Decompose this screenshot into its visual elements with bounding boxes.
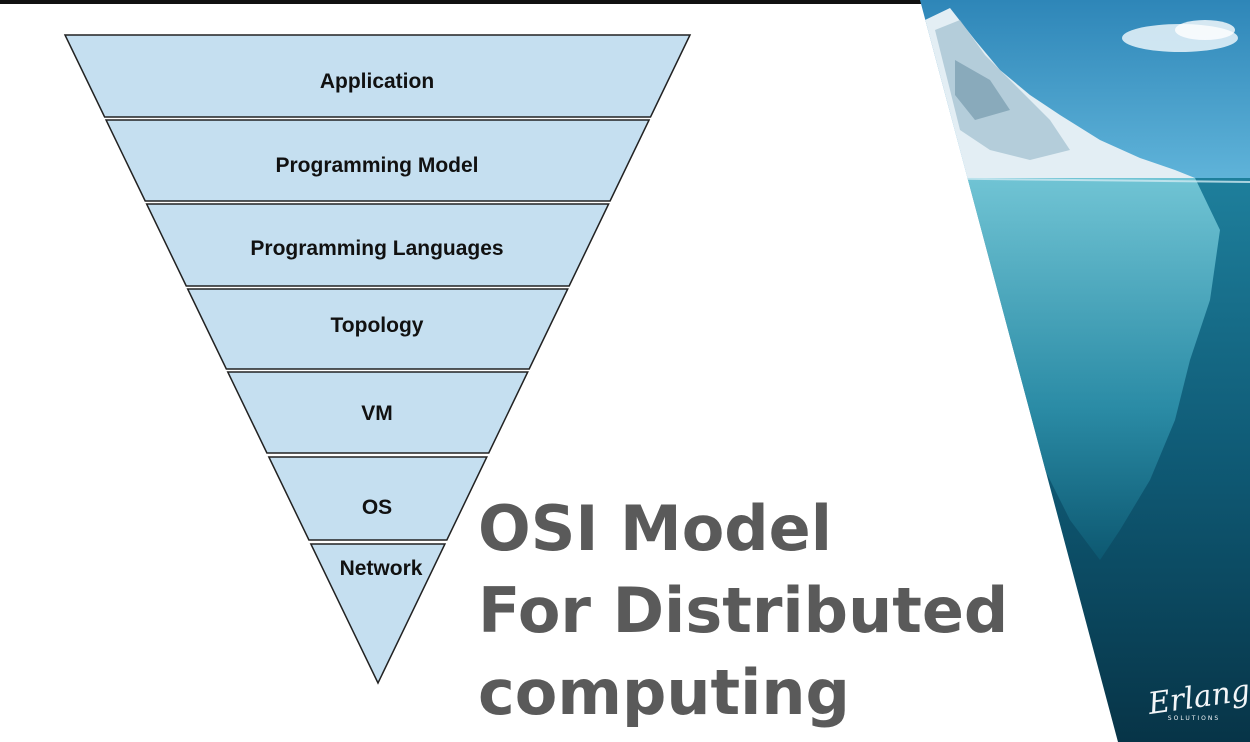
logo-subtext: SOLUTIONS xyxy=(1167,715,1221,722)
layer-band-3 xyxy=(145,203,610,287)
erlang-solutions-logo: Erlang SOLUTIONS xyxy=(1146,673,1250,722)
layer-band-4 xyxy=(186,288,569,370)
layer-band-7 xyxy=(309,543,447,685)
layer-band-2 xyxy=(104,119,651,202)
layer-label-3: Programming Languages xyxy=(250,237,503,260)
layer-label-5: VM xyxy=(361,402,393,425)
layer-label-2: Programming Model xyxy=(275,154,478,177)
layer-label-7: Network xyxy=(340,557,423,580)
slide-title: OSI Model For Distributed computing xyxy=(478,488,1008,734)
layer-label-4: Topology xyxy=(331,314,424,337)
layer-band-1 xyxy=(63,34,692,118)
layer-band-6 xyxy=(267,456,489,541)
logo-wordmark: Erlang xyxy=(1145,673,1250,722)
title-line-1: OSI Model xyxy=(478,492,832,565)
title-line-3: computing xyxy=(478,656,850,729)
title-line-2: For Distributed xyxy=(478,574,1009,647)
layer-band-5 xyxy=(226,371,529,454)
layer-label-6: OS xyxy=(362,496,392,519)
top-edge-bar xyxy=(0,0,1250,4)
layer-label-1: Application xyxy=(320,70,434,93)
